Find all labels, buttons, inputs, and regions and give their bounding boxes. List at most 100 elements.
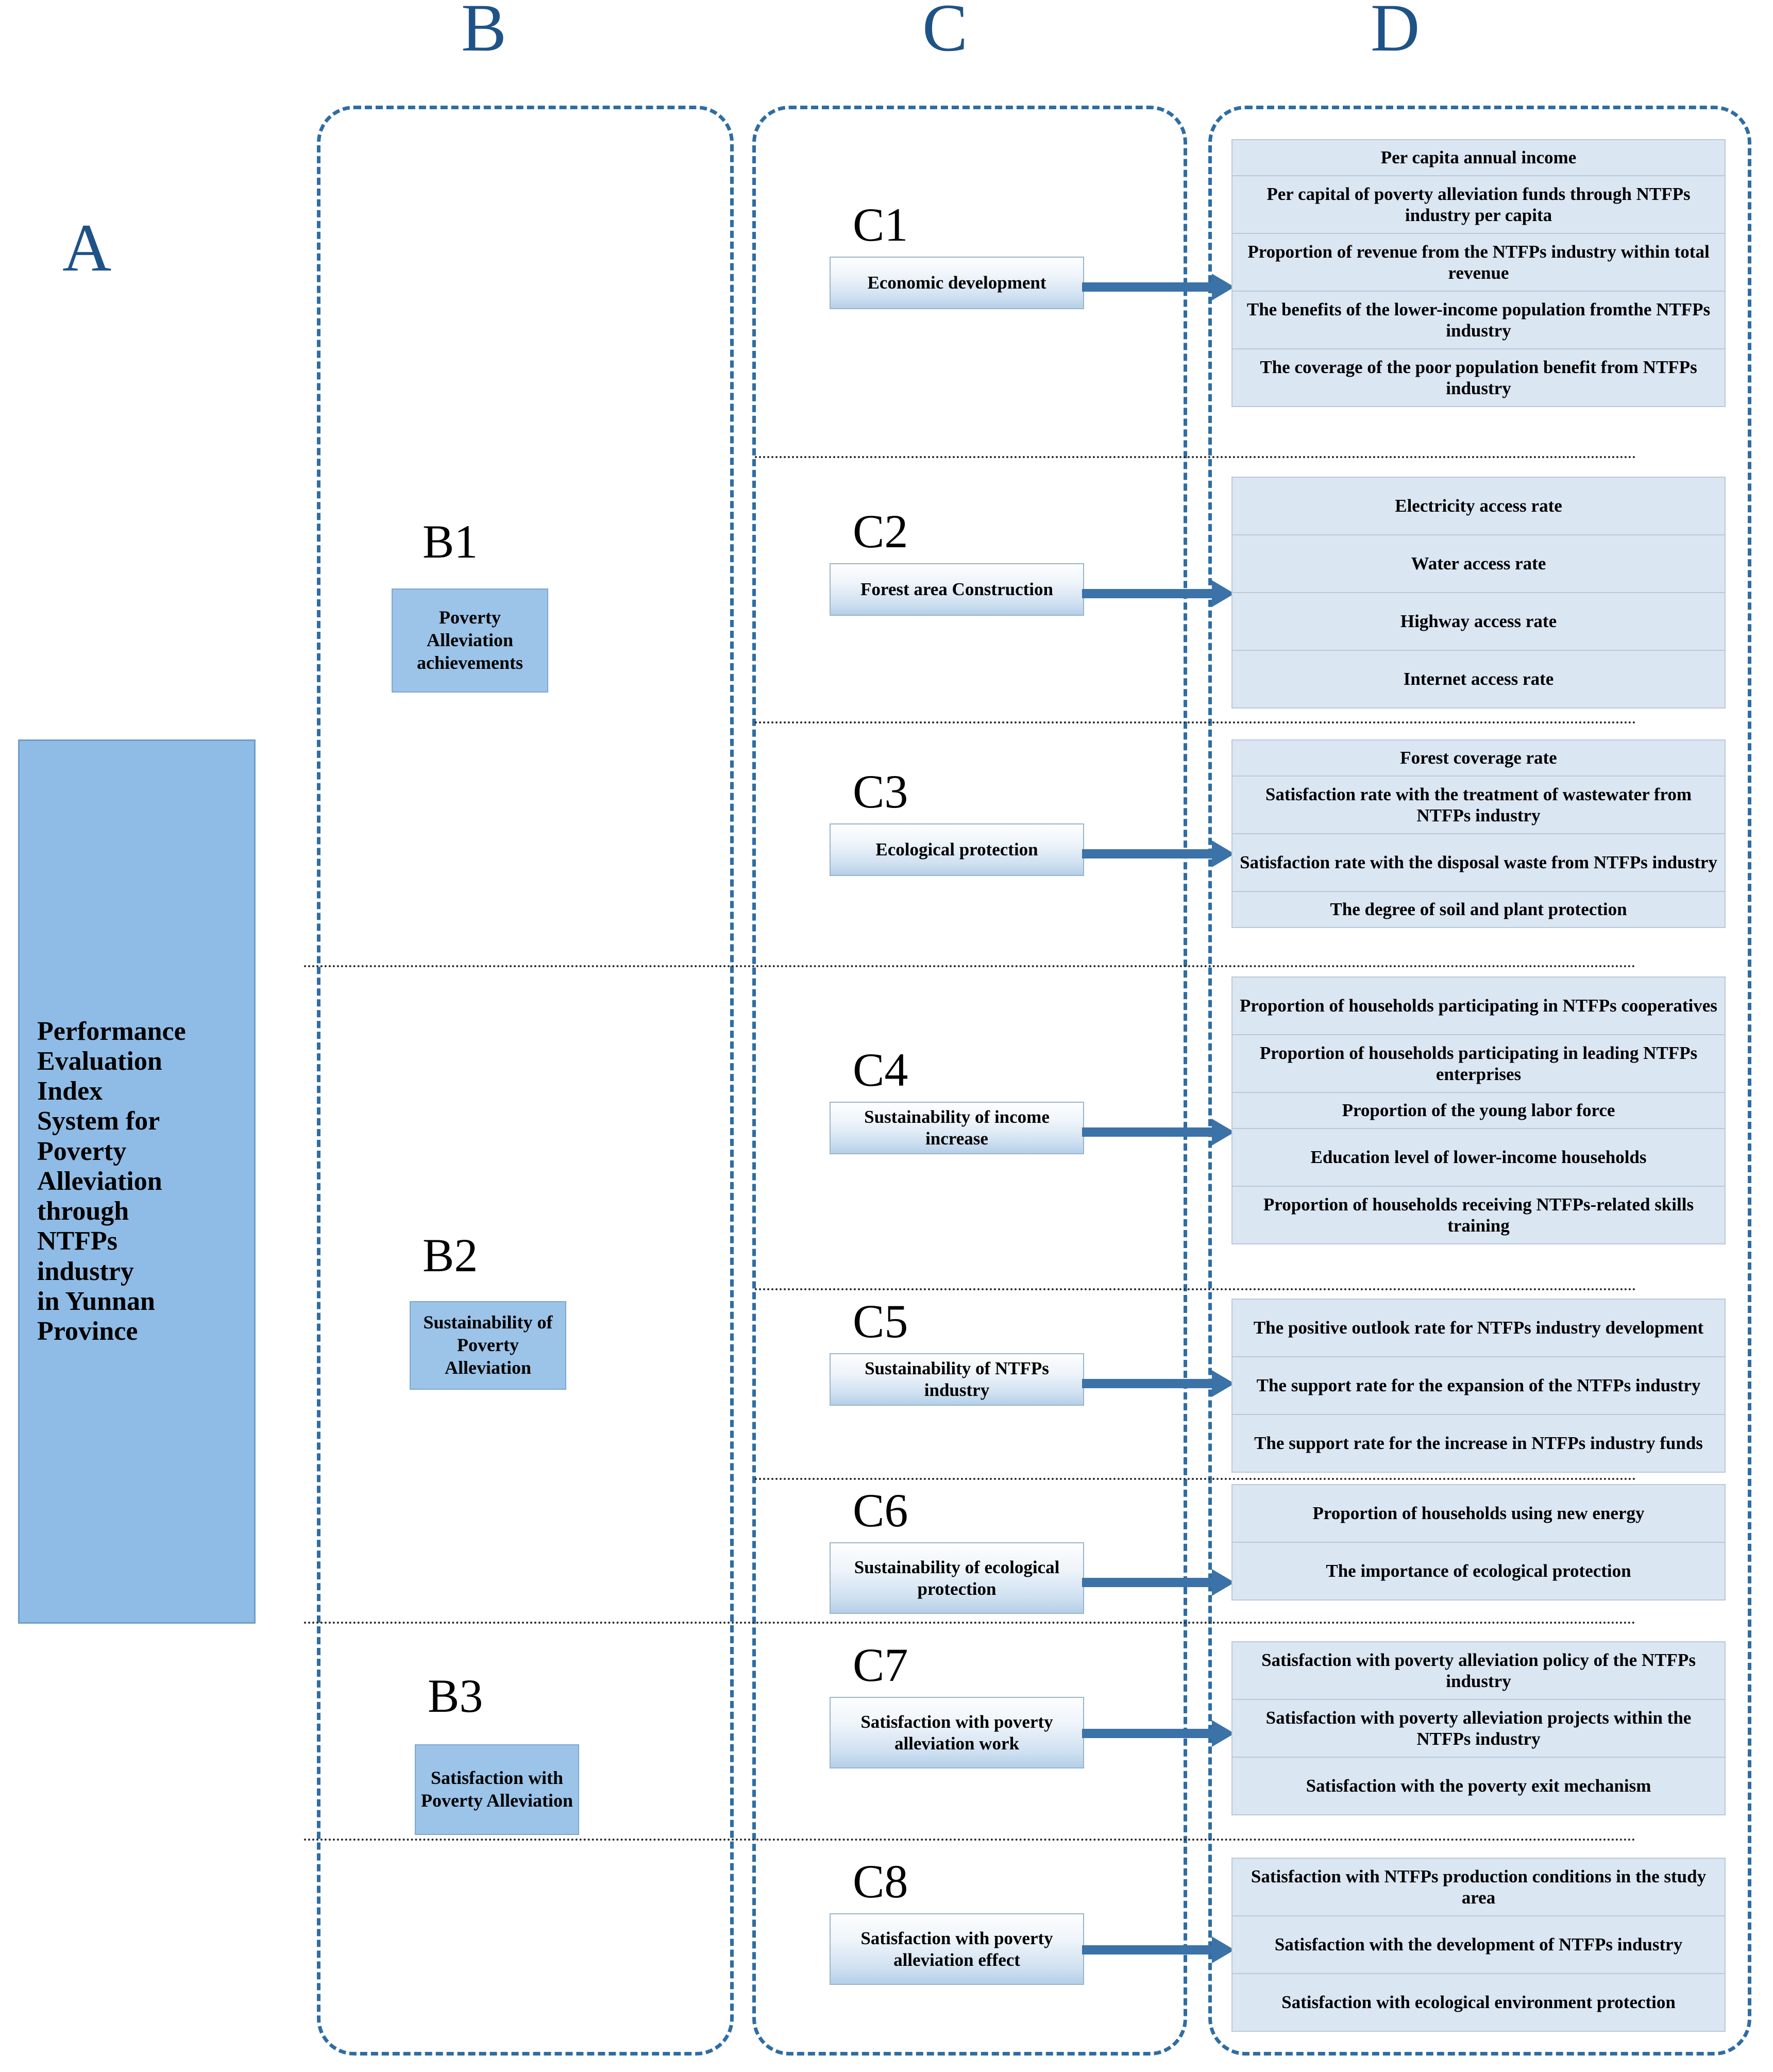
level-c-label-c8: Satisfaction with poverty alleviation ef… (860, 1928, 1053, 1970)
level-c-label-c6: Sustainability of ecological protection (854, 1557, 1060, 1599)
column-container-d (1208, 106, 1751, 2056)
level-d-box-c5-0[interactable]: The positive outlook rate for NTFPs indu… (1231, 1299, 1726, 1357)
level-d-label: Satisfaction with NTFPs production condi… (1251, 1866, 1707, 1908)
level-d-box-c6-0[interactable]: Proportion of households using new energ… (1231, 1484, 1726, 1543)
level-d-label: The benefits of the lower-income populat… (1246, 299, 1711, 341)
level-d-label: Satisfaction with poverty alleviation po… (1261, 1649, 1696, 1691)
level-d-box-c4-4[interactable]: Proportion of households receiving NTFPs… (1231, 1186, 1726, 1244)
level-d-box-c3-1[interactable]: Satisfaction rate with the treatment of … (1231, 776, 1726, 834)
level-d-box-c4-2[interactable]: Proportion of the young labor force (1231, 1092, 1726, 1129)
level-d-box-c8-0[interactable]: Satisfaction with NTFPs production condi… (1231, 1858, 1726, 1916)
level-d-box-c7-1[interactable]: Satisfaction with poverty alleviation pr… (1231, 1699, 1726, 1758)
column-letter-d: D (1371, 0, 1420, 65)
level-c-tag-c4: C4 (853, 1043, 908, 1096)
level-d-label: The degree of soil and plant protection (1330, 899, 1627, 920)
level-d-label: The positive outlook rate for NTFPs indu… (1253, 1318, 1704, 1338)
column-container-b (317, 106, 734, 2056)
level-d-box-c4-0[interactable]: Proportion of households participating i… (1231, 976, 1726, 1035)
level-a-title: Performance Evaluation Index System for … (37, 1016, 186, 1346)
level-d-box-c1-2[interactable]: Proportion of revenue from the NTFPs ind… (1231, 233, 1726, 292)
level-d-label: Proportion of households receiving NTFPs… (1263, 1194, 1694, 1236)
level-d-box-c1-4[interactable]: The coverage of the poor population bene… (1231, 348, 1726, 407)
level-c-label-c1: Economic development (867, 273, 1046, 293)
level-b-tag-b1: B1 (423, 515, 478, 568)
level-c-label-c7: Satisfaction with poverty alleviation wo… (860, 1711, 1053, 1754)
level-b-label-b2: Sustainability of Poverty Alleviation (423, 1312, 553, 1378)
column-container-c (752, 106, 1187, 2056)
column-letter-c: C (922, 0, 968, 65)
level-d-box-c2-1[interactable]: Water access rate (1231, 534, 1726, 593)
row-separator-b1-b2 (304, 965, 1636, 967)
level-b-box-b1[interactable]: Poverty Alleviation achievements (392, 588, 548, 693)
level-d-label: Satisfaction with the development of NTF… (1274, 1934, 1683, 1955)
level-c-label-c4: Sustainability of income increase (864, 1107, 1050, 1149)
row-separator-c7-c8 (304, 1839, 1636, 1841)
level-d-box-c1-3[interactable]: The benefits of the lower-income populat… (1231, 291, 1726, 349)
level-c-tag-c5: C5 (853, 1295, 908, 1347)
row-separator-c4-c5 (755, 1288, 1636, 1290)
level-d-box-c1-0[interactable]: Per capita annual income (1231, 139, 1726, 176)
level-c-tag-c8: C8 (853, 1855, 908, 1908)
column-letter-b: B (461, 0, 507, 65)
level-c-box-c3[interactable]: Ecological protection (830, 823, 1084, 876)
level-b-tag-b2: B2 (423, 1229, 478, 1282)
row-separator-b2-b3 (304, 1622, 1636, 1624)
level-c-label-c5: Sustainability of NTFPs industry (865, 1358, 1049, 1400)
level-d-box-c5-1[interactable]: The support rate for the expansion of th… (1231, 1356, 1726, 1415)
level-d-label: Water access rate (1411, 553, 1546, 574)
level-c-tag-c1: C1 (853, 198, 908, 251)
level-d-box-c7-2[interactable]: Satisfaction with the poverty exit mecha… (1231, 1757, 1726, 1815)
level-d-label: Satisfaction rate with the disposal wast… (1240, 852, 1717, 873)
level-c-label-c3: Ecological protection (875, 839, 1038, 860)
level-d-label: Proportion of households participating i… (1240, 996, 1717, 1016)
level-d-box-c8-1[interactable]: Satisfaction with the development of NTF… (1231, 1915, 1726, 1974)
level-c-tag-c7: C7 (853, 1639, 908, 1691)
level-c-box-c1[interactable]: Economic development (830, 257, 1084, 309)
level-d-box-c1-1[interactable]: Per capital of poverty alleviation funds… (1231, 175, 1726, 234)
level-d-box-c4-3[interactable]: Education level of lower-income househol… (1231, 1128, 1726, 1187)
level-c-tag-c3: C3 (853, 765, 908, 818)
level-d-label: Proportion of households using new energ… (1312, 1503, 1645, 1524)
level-d-box-c2-3[interactable]: Internet access rate (1231, 650, 1726, 709)
level-d-label: Education level of lower-income househol… (1310, 1147, 1647, 1168)
level-d-box-c6-1[interactable]: The importance of ecological protection (1231, 1542, 1726, 1601)
level-b-box-b3[interactable]: Satisfaction with Poverty Alleviation (415, 1744, 579, 1835)
level-c-label-c2: Forest area Construction (860, 579, 1053, 599)
level-c-box-c2[interactable]: Forest area Construction (830, 563, 1084, 616)
level-d-label: Satisfaction with poverty alleviation pr… (1265, 1707, 1692, 1749)
level-d-box-c7-0[interactable]: Satisfaction with poverty alleviation po… (1231, 1641, 1726, 1700)
level-d-box-c5-2[interactable]: The support rate for the increase in NTF… (1231, 1414, 1726, 1473)
level-d-box-c3-0[interactable]: Forest coverage rate (1231, 739, 1726, 777)
row-separator-c5-c6 (755, 1478, 1636, 1480)
level-c-box-c8[interactable]: Satisfaction with poverty alleviation ef… (830, 1913, 1084, 1985)
row-separator-c1-c2 (755, 456, 1636, 458)
level-d-box-c4-1[interactable]: Proportion of households participating i… (1231, 1034, 1726, 1093)
column-letter-a: A (62, 210, 112, 285)
level-d-label: Per capita annual income (1380, 147, 1577, 168)
row-separator-c2-c3 (755, 721, 1636, 723)
level-c-box-c7[interactable]: Satisfaction with poverty alleviation wo… (830, 1697, 1084, 1768)
level-b-label-b3: Satisfaction with Poverty Alleviation (421, 1767, 573, 1811)
level-d-label: Forest coverage rate (1400, 748, 1557, 768)
level-c-box-c6[interactable]: Sustainability of ecological protection (830, 1542, 1084, 1614)
level-d-label: Satisfaction with the poverty exit mecha… (1306, 1776, 1651, 1796)
level-c-tag-c2: C2 (853, 505, 908, 558)
level-d-box-c3-3[interactable]: The degree of soil and plant protection (1231, 891, 1726, 928)
level-d-label: Satisfaction rate with the treatment of … (1265, 784, 1692, 826)
level-d-box-c2-2[interactable]: Highway access rate (1231, 592, 1726, 651)
level-d-label: The support rate for the increase in NTF… (1254, 1433, 1703, 1454)
level-a-box: Performance Evaluation Index System for … (18, 739, 256, 1624)
level-d-label: Electricity access rate (1395, 496, 1562, 516)
level-c-tag-c6: C6 (853, 1484, 908, 1537)
level-d-box-c3-2[interactable]: Satisfaction rate with the disposal wast… (1231, 833, 1726, 892)
level-c-box-c4[interactable]: Sustainability of income increase (830, 1102, 1084, 1154)
level-d-label: Highway access rate (1400, 611, 1557, 632)
level-d-label: The importance of ecological protection (1326, 1561, 1631, 1581)
level-b-box-b2[interactable]: Sustainability of Poverty Alleviation (410, 1301, 566, 1390)
level-d-label: Proportion of revenue from the NTFPs ind… (1247, 241, 1710, 283)
level-d-box-c2-0[interactable]: Electricity access rate (1231, 477, 1726, 535)
level-d-box-c8-2[interactable]: Satisfaction with ecological environment… (1231, 1973, 1726, 2032)
level-c-box-c5[interactable]: Sustainability of NTFPs industry (830, 1353, 1084, 1406)
level-d-label: Proportion of households participating i… (1259, 1042, 1698, 1084)
